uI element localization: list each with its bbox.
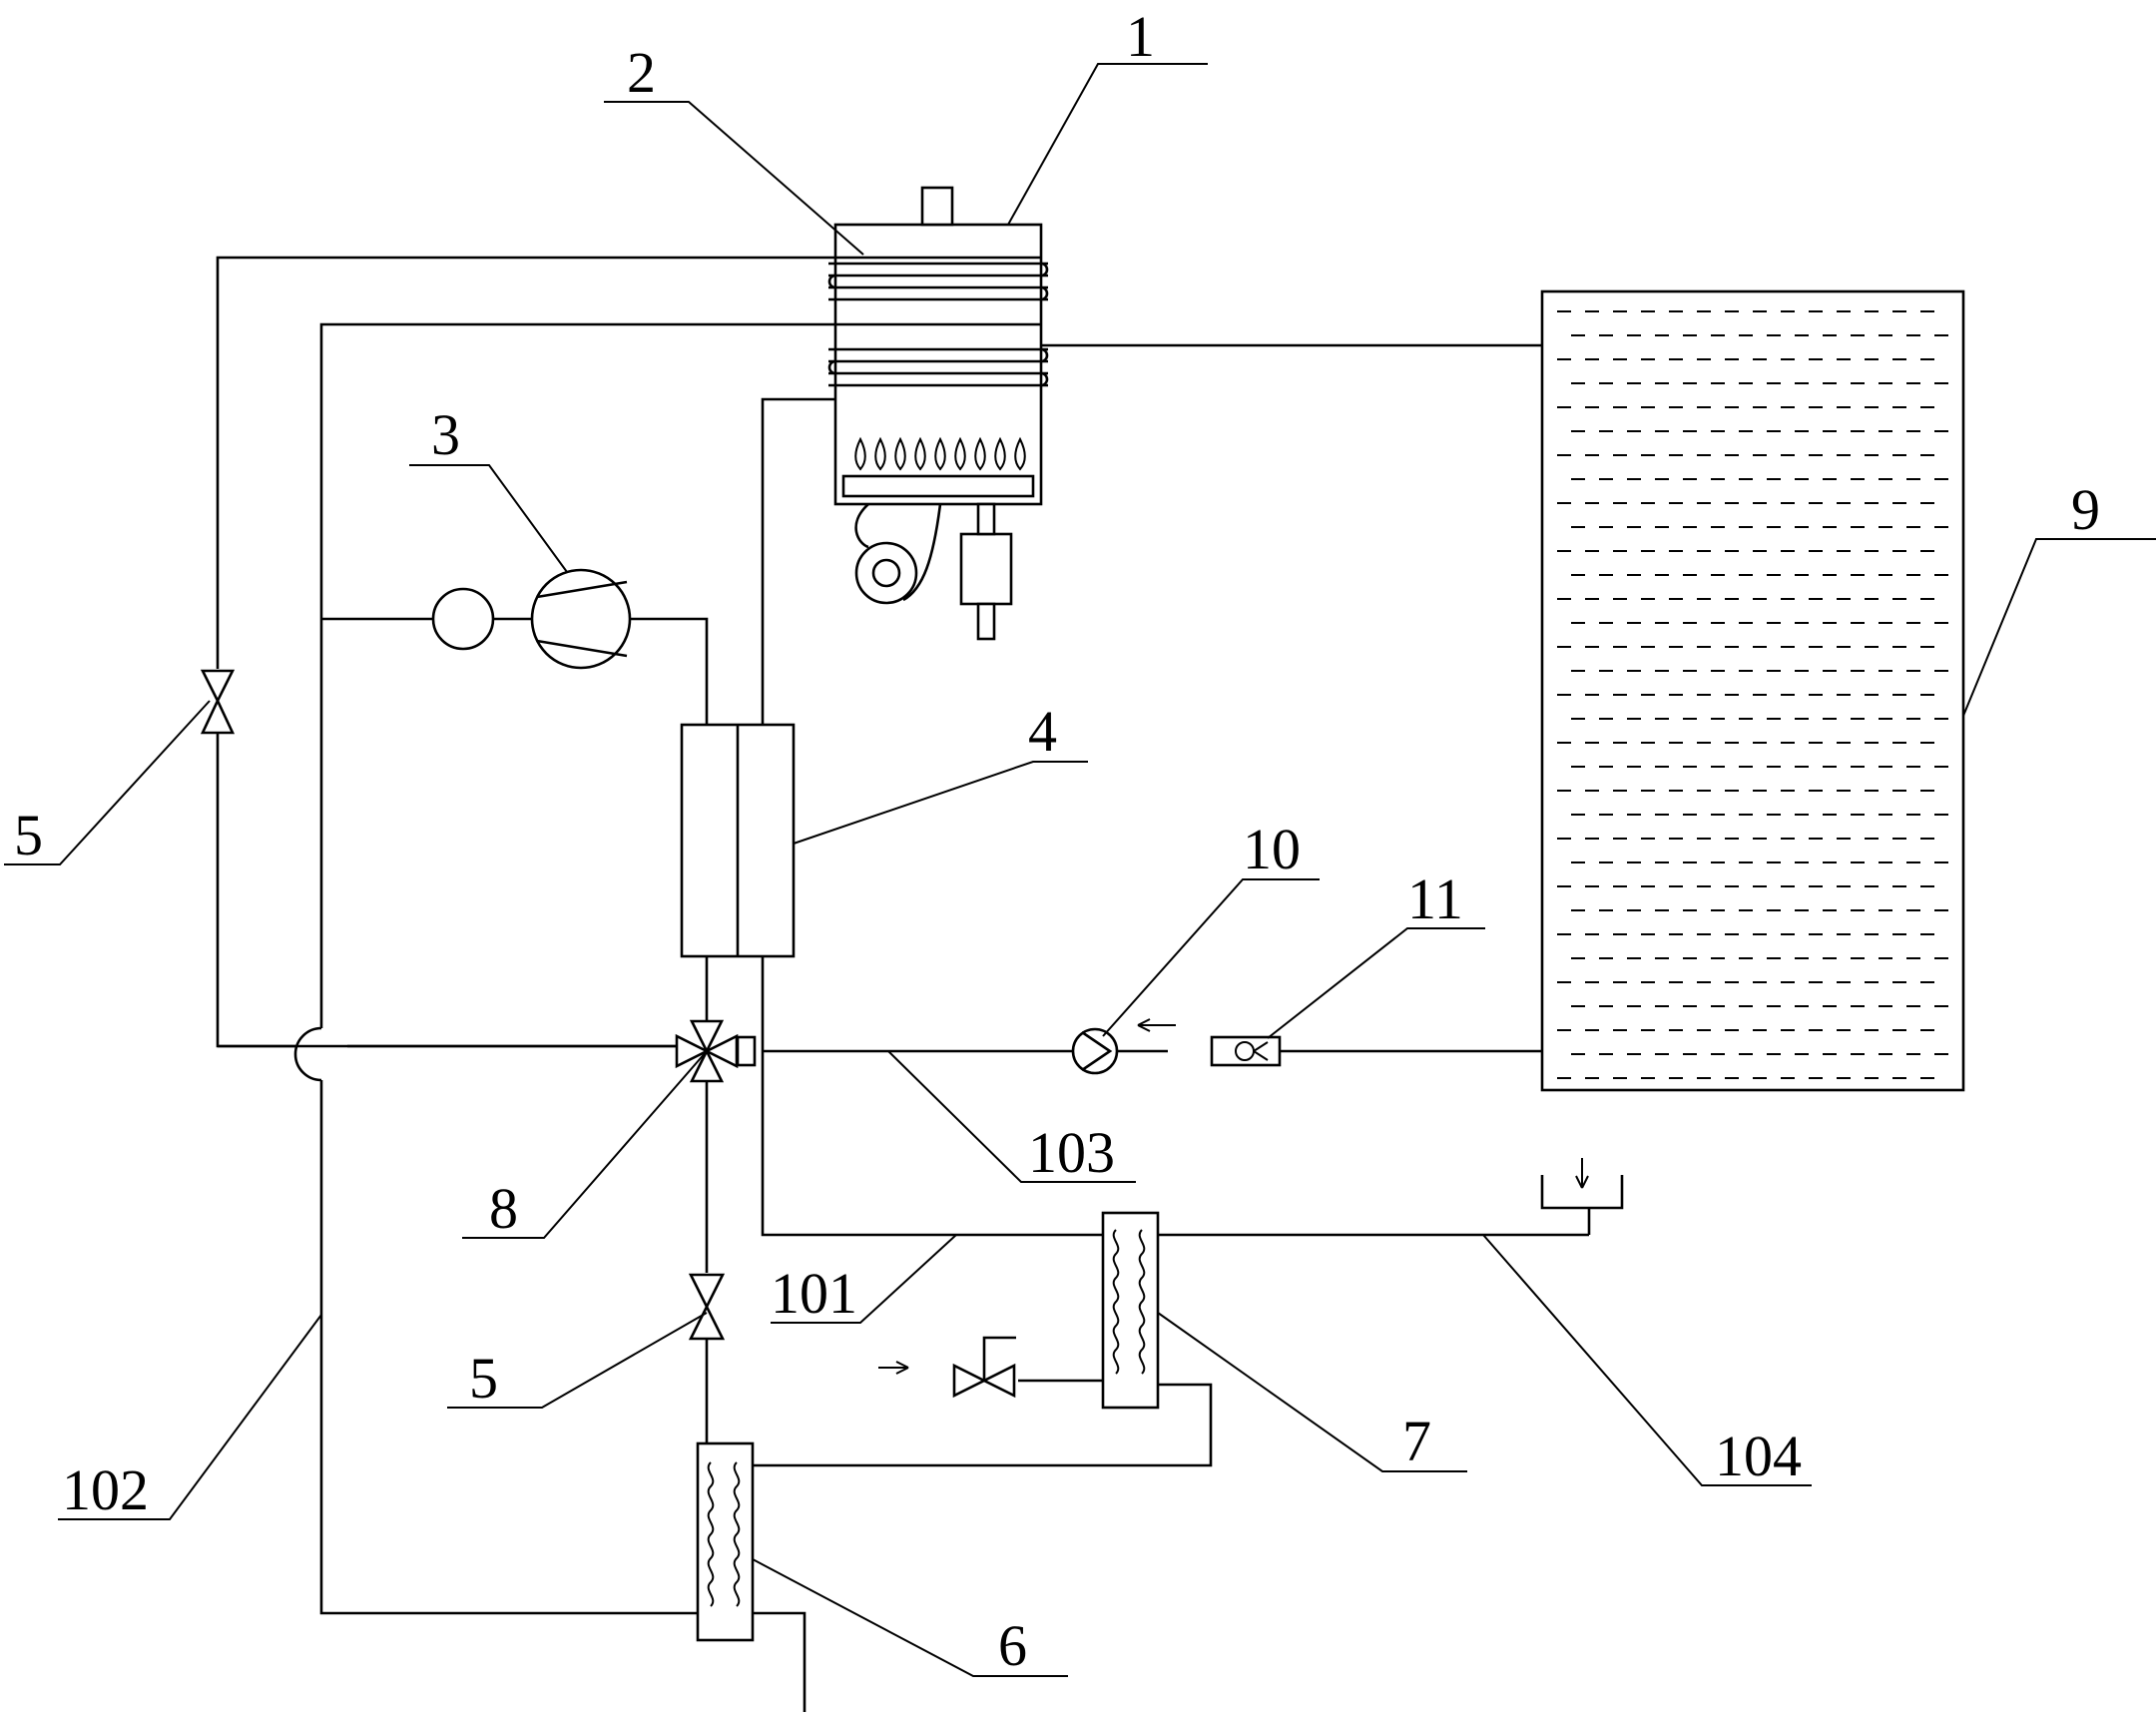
label-103: 103 (1028, 1120, 1115, 1185)
label-5-lower: 5 (469, 1346, 498, 1411)
pipe-crossover (293, 1026, 322, 1082)
burner-bar (841, 474, 1035, 498)
label-101: 101 (771, 1261, 857, 1326)
plate-heat-exchanger (680, 723, 796, 958)
label-11: 11 (1407, 866, 1463, 931)
water-fill-pattern (1557, 310, 1948, 1079)
label-1: 1 (1126, 4, 1155, 69)
heat-exchanger-7 (1101, 1211, 1160, 1410)
heat-exchanger-6 (696, 1441, 755, 1642)
label-8: 8 (489, 1176, 518, 1241)
accumulator (431, 587, 495, 651)
compressor (431, 568, 632, 670)
water-pump (1071, 1027, 1119, 1075)
valve-actuator (736, 1035, 757, 1067)
water-tank (1540, 289, 1965, 1092)
shutoff-valve-lower (688, 1273, 726, 1341)
gas-valve-icon (959, 502, 1013, 641)
drain-funnel-icon (1540, 1158, 1624, 1235)
leader-lines (4, 63, 2156, 1677)
flue-outlet (920, 186, 954, 227)
inlet-valve (952, 1336, 1016, 1399)
upper-coil (827, 262, 1049, 301)
three-way-valve (675, 1019, 757, 1083)
flow-arrow-icon (1137, 1018, 1176, 1032)
label-9: 9 (2071, 477, 2100, 542)
piping (216, 256, 1589, 1712)
label-7: 7 (1402, 1409, 1431, 1473)
fan-icon (854, 503, 942, 605)
label-104: 104 (1715, 1424, 1802, 1488)
gas-heater (827, 186, 1049, 641)
label-2: 2 (627, 40, 656, 105)
label-5-upper: 5 (14, 803, 43, 867)
label-102: 102 (62, 1457, 149, 1522)
label-10: 10 (1243, 817, 1301, 881)
label-6: 6 (998, 1613, 1027, 1678)
lower-coil (827, 347, 1049, 387)
inlet-arrow-icon (878, 1361, 909, 1375)
label-3: 3 (431, 402, 460, 467)
shutoff-valve-upper (200, 669, 236, 735)
check-valve (1210, 1035, 1282, 1067)
part-labels: 1 2 3 4 5 5 6 7 8 9 10 11 101 102 103 10… (14, 4, 2100, 1678)
label-4: 4 (1028, 699, 1057, 764)
